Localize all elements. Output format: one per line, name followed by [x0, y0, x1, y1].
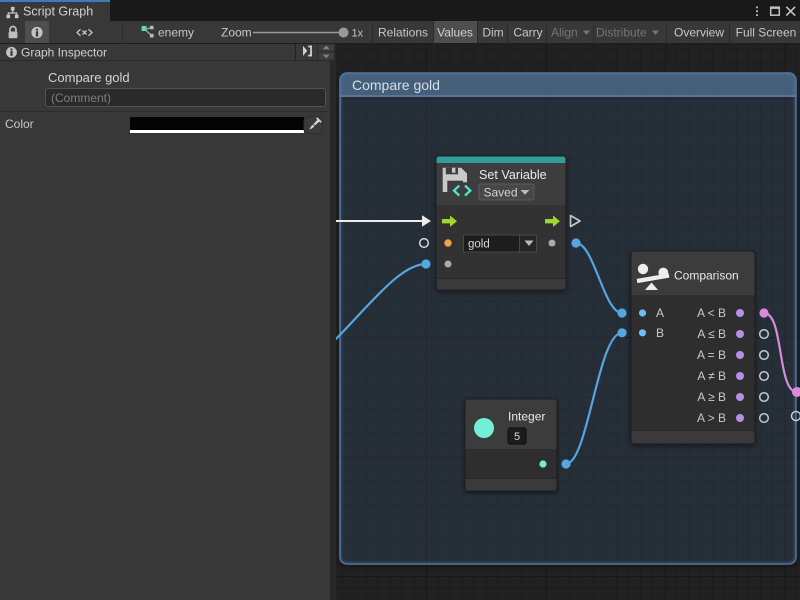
svg-text:Distribute: Distribute: [596, 26, 647, 40]
svg-text:A ≠ B: A ≠ B: [697, 369, 726, 383]
svg-text:B: B: [656, 326, 664, 340]
svg-text:Overview: Overview: [674, 26, 724, 40]
svg-text:1x: 1x: [352, 28, 364, 40]
svg-text:Zoom: Zoom: [221, 26, 252, 40]
svg-text:5: 5: [514, 431, 520, 443]
svg-text:Full Screen: Full Screen: [736, 26, 797, 40]
svg-text:A ≥ B: A ≥ B: [697, 390, 726, 404]
svg-text:Align: Align: [551, 26, 578, 40]
svg-text:A > B: A > B: [697, 411, 726, 425]
svg-text:A ≤ B: A ≤ B: [697, 327, 726, 341]
svg-text:Script Graph: Script Graph: [23, 4, 93, 18]
svg-text:A < B: A < B: [697, 306, 726, 320]
svg-text:Integer: Integer: [508, 410, 545, 424]
svg-text:Comparison: Comparison: [674, 269, 739, 283]
svg-text:enemy: enemy: [158, 26, 194, 40]
svg-text:gold: gold: [468, 239, 490, 251]
svg-text:Relations: Relations: [378, 26, 428, 40]
svg-text:Saved: Saved: [484, 186, 518, 200]
svg-text:Compare gold: Compare gold: [352, 77, 440, 93]
svg-text:Graph Inspector: Graph Inspector: [21, 46, 107, 60]
svg-text:Set Variable: Set Variable: [479, 168, 547, 182]
svg-text:Dim: Dim: [482, 26, 503, 40]
svg-text:Values: Values: [437, 26, 473, 40]
svg-text:Compare gold: Compare gold: [48, 70, 130, 85]
svg-text:Carry: Carry: [513, 26, 542, 40]
svg-text:A = B: A = B: [697, 348, 726, 362]
svg-text:A: A: [656, 306, 664, 320]
